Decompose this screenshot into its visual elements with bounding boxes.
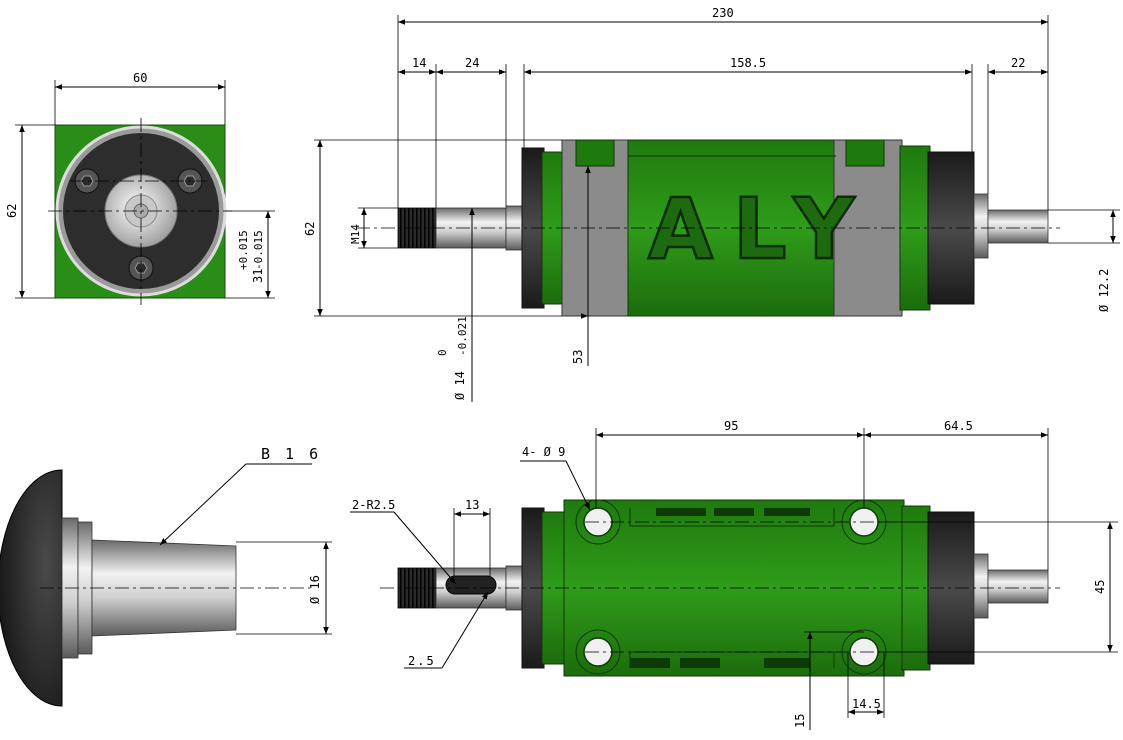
- dim-hole-spacing: 95: [724, 419, 738, 433]
- dim-hole-to-end: 64.5: [944, 419, 973, 433]
- dim-end-height: 62: [5, 204, 19, 218]
- dim-key-len: 13: [465, 498, 479, 512]
- top-view-dimensions: 95 64.5 4- Ø 9 45 2-R2.5 13 2.5 15 14.5: [350, 419, 1118, 730]
- end-view-dimensions: 60 62 31 +0.015 -0.015: [5, 71, 275, 299]
- dim-right-shaft-dia: Ø 12.2: [1097, 269, 1111, 312]
- dim-end-tol-lower: -0.015: [252, 230, 265, 270]
- dim-holes: 4- Ø 9: [522, 445, 565, 459]
- dim-shaft-tol-lower: -0.021: [456, 316, 469, 356]
- dim-end-width: 60: [133, 71, 147, 85]
- dim-taper-dia: Ø 16: [308, 575, 322, 604]
- taper-detail: [0, 469, 310, 707]
- side-view-dimensions: 230 14 24 158.5 22 62 M14 Ø 14 0 -0.021 …: [303, 6, 1120, 402]
- side-view: ALY: [356, 139, 1060, 317]
- dim-total-length: 230: [712, 6, 734, 20]
- top-view: [380, 499, 1060, 677]
- dim-key-slot: 2-R2.5: [352, 498, 395, 512]
- dim-end-center: 31: [251, 269, 265, 283]
- logo-text: ALY: [648, 180, 874, 278]
- dim-right-shaft-len: 22: [1011, 56, 1025, 70]
- dim-hole-offset-14-5: 14.5: [852, 697, 881, 711]
- taper-dimensions: B 1 6 Ø 16: [159, 445, 332, 635]
- dim-hole-vertical: 45: [1093, 580, 1107, 594]
- dim-shaft-dia: Ø 14: [453, 371, 467, 400]
- dim-body-len: 158.5: [730, 56, 766, 70]
- dim-taper: B 1 6: [261, 445, 321, 463]
- dim-hole-offset-15: 15: [793, 714, 807, 728]
- dim-shaft-len: 24: [465, 56, 479, 70]
- dim-key-width: 2.5: [408, 654, 436, 668]
- dim-thread-len: 14: [412, 56, 426, 70]
- dim-body-height: 62: [303, 222, 317, 236]
- dim-thread: M14: [349, 224, 362, 244]
- dim-height-53: 53: [571, 350, 585, 364]
- end-view: [48, 118, 232, 305]
- dim-shaft-tol-upper: 0: [436, 349, 449, 356]
- dim-end-tol-upper: +0.015: [237, 230, 250, 270]
